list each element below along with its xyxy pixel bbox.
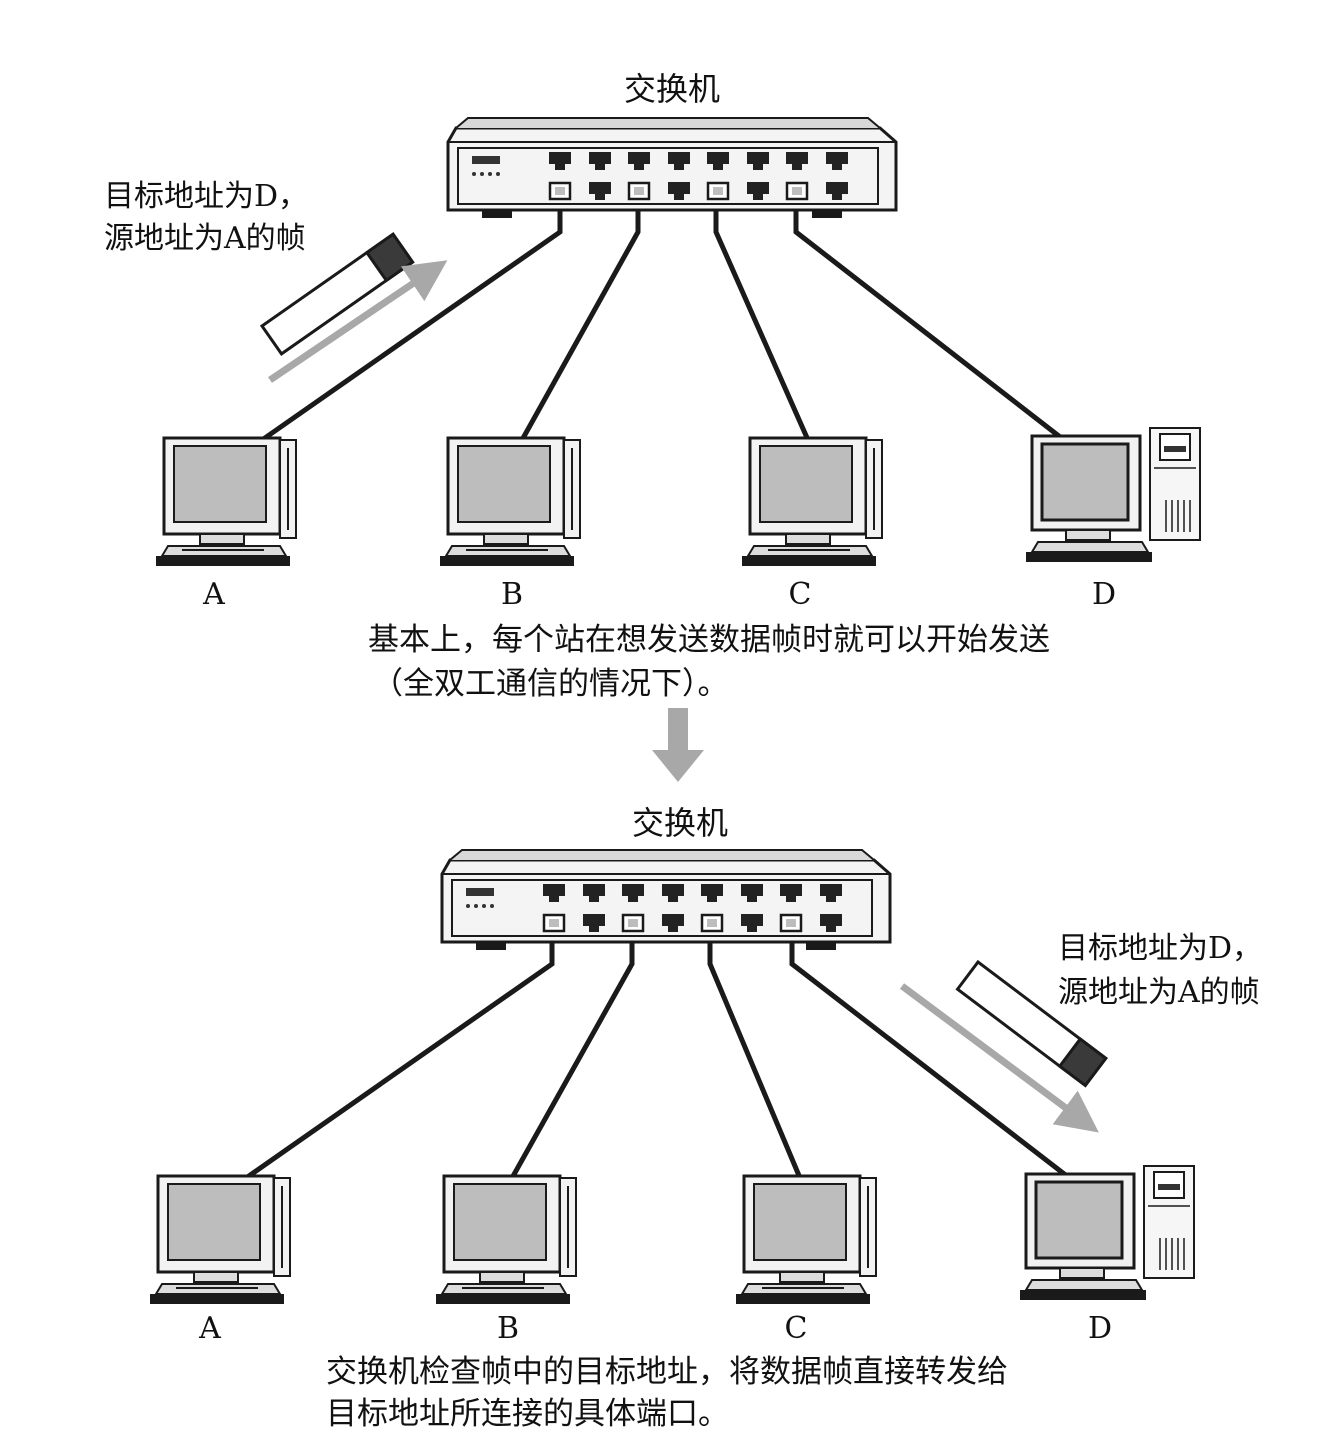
bottom-caption-line1: 交换机检查帧中的目标地址，将数据帧直接转发给 [326,1354,1008,1390]
top-computers [154,426,1202,568]
bottom-computer-a [148,1174,292,1306]
bottom-computer-d [1020,1164,1196,1302]
top-frame-label-line1: 目标地址为D， [104,179,308,214]
bottom-frame-arrow [899,983,1099,1133]
top-computer-label-c: C [789,577,812,612]
top-computer-label-a: A [202,577,225,612]
top-computer-a [154,436,298,568]
top-cables [260,196,1066,443]
bottom-frame-label-line2: 源地址为A的帧 [1058,975,1260,1010]
bottom-computer-label-c: C [785,1311,808,1346]
bottom-cables [244,928,1074,1182]
top-computer-label-b: B [501,577,523,612]
bottom-switch [440,848,892,952]
bottom-computer-c [734,1174,878,1306]
bottom-caption-line2: 目标地址所连接的具体端口。 [326,1396,729,1432]
top-frame-arrow [268,260,448,383]
bottom-computer-label-a: A [198,1311,221,1346]
bottom-cable-b [509,928,635,1180]
top-switch [446,116,898,220]
bottom-computer-b [434,1174,578,1306]
bottom-switch-label: 交换机 [632,804,728,842]
bottom-cable-d [789,928,1074,1182]
top-cable-d [793,196,1066,442]
bottom-cable-c [707,928,803,1179]
bottom-cable-a [244,928,555,1181]
bottom-computer-label-b: B [497,1311,519,1346]
top-computer-c [740,436,884,568]
transition-arrow [652,708,704,782]
bottom-frame-label-line1: 目标地址为D， [1058,931,1262,966]
top-frame-label-line2: 源地址为A的帧 [104,221,306,256]
bottom-panel: 交换机 [148,804,1262,1432]
top-cable-b [519,196,641,442]
top-computer-b [438,436,582,568]
bottom-computers [148,1164,1196,1306]
top-caption-line2: （全双工通信的情况下）。 [372,666,729,702]
top-caption-line1: 基本上，每个站在想发送数据帧时就可以开始发送 [368,622,1050,658]
bottom-computer-label-d: D [1088,1311,1112,1346]
top-computer-label-d: D [1092,577,1116,612]
bottom-frame-packet [955,959,1108,1088]
top-panel: 交换机 [104,70,1202,702]
top-computer-d [1026,426,1202,564]
top-switch-label: 交换机 [624,70,720,108]
